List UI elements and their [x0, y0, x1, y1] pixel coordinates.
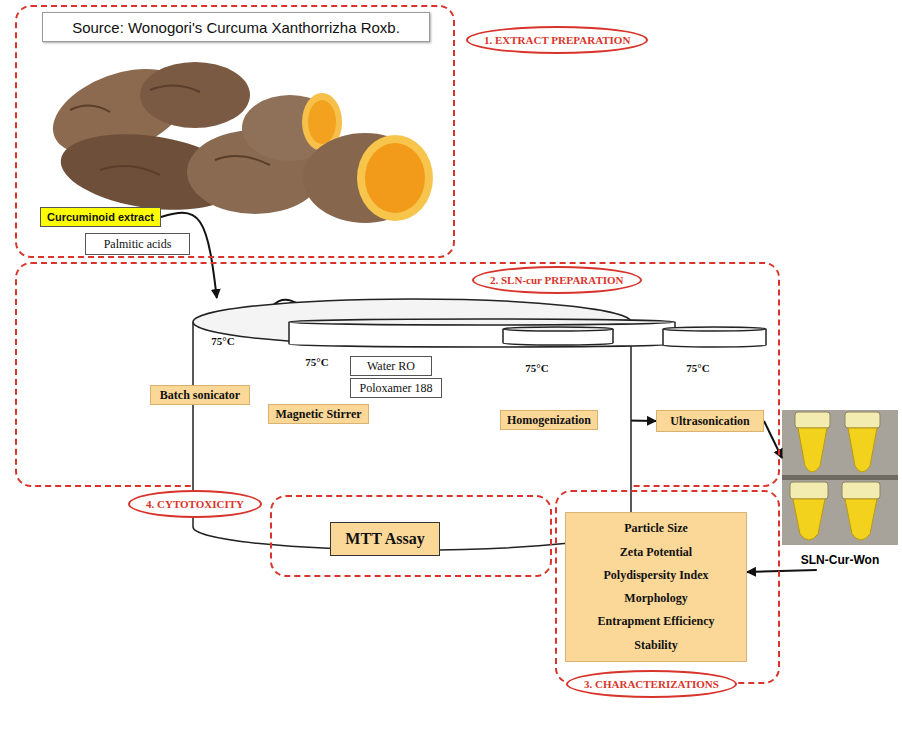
- stage-region: 4. CYTOTOXICITYMTT Assay: [270, 495, 552, 577]
- characterization-item: Stability: [634, 638, 677, 653]
- tube-cap: [842, 482, 880, 499]
- box-label: Homogenization: [507, 413, 591, 428]
- photo-caption: SLN-Cur-Won: [801, 553, 879, 567]
- beaker-rim: [289, 319, 675, 325]
- temperature-label: 75°C: [211, 335, 234, 347]
- characterization-box: Particle SizeZeta PotentialPolydispersit…: [565, 512, 747, 662]
- beaker-rim: [503, 327, 613, 331]
- characterization-item: Zeta Potential: [620, 545, 692, 560]
- stage-label: 3. CHARACTERIZATIONS: [566, 670, 737, 698]
- box-label: Palmitic acids: [104, 237, 172, 252]
- beaker-vessel: 75°C: [288, 318, 346, 398]
- source-box: Source: Wonogori's Curcuma Xanthorrizha …: [42, 12, 430, 42]
- beaker-rim: [663, 327, 766, 331]
- beaker-vessel: 75°C: [662, 326, 734, 402]
- equipment-label: Batch sonicator: [150, 385, 250, 405]
- tube-cap: [845, 412, 880, 428]
- rhizome-photo: [41, 52, 433, 223]
- temperature-label: 75°C: [686, 362, 709, 374]
- assay-box: MTT Assay: [330, 522, 440, 556]
- stage-label: 4. CYTOTOXICITY: [128, 490, 262, 518]
- temperature-label: 75°C: [525, 362, 548, 374]
- rhizome-cut: [357, 135, 433, 221]
- characterization-item: Polydispersity Index: [603, 568, 708, 583]
- rack-bar: [782, 475, 898, 480]
- stage-label: 2. SLN-cur PREPARATION: [472, 266, 642, 294]
- stage-region: 3. CHARACTERIZATIONSParticle SizeZeta Po…: [555, 490, 780, 684]
- beaker-outline: [502, 326, 614, 346]
- flow-arrow: [161, 213, 217, 298]
- stage-region: 2. SLN-cur PREPARATION 75°C Batch sonicato…: [15, 262, 780, 487]
- tube-body: [793, 499, 825, 540]
- ingredient-box: Palmitic acids: [85, 233, 190, 255]
- box-label: MTT Assay: [345, 530, 424, 548]
- box-label: Batch sonicator: [160, 388, 240, 403]
- ingredient-box: Water RO: [350, 356, 432, 376]
- characterization-item: Particle Size: [624, 521, 688, 536]
- characterization-item: Entrapment Efficiency: [598, 614, 715, 629]
- rhizome-ring: [70, 85, 270, 175]
- tube-body: [848, 428, 877, 472]
- tube-body: [798, 428, 827, 472]
- ingredient-box: Curcuminoid extract: [40, 207, 161, 227]
- photo-background: [782, 410, 898, 545]
- box-label: Water RO: [367, 359, 415, 374]
- stage-region: 1. EXTRACT PREPARATIONSource: Wonogori's…: [15, 5, 455, 258]
- box-label: Poloxamer 188: [360, 381, 433, 396]
- rhizome-core: [308, 100, 336, 144]
- tube-cap: [790, 482, 828, 499]
- equipment-label: Ultrasonication: [656, 410, 764, 432]
- equipment-label: Magnetic Stirrer: [268, 404, 369, 424]
- tube-body: [845, 499, 877, 540]
- characterization-item: Morphology: [624, 591, 687, 606]
- temperature-label: 75°C: [305, 356, 328, 368]
- rhizome: [140, 62, 250, 128]
- ingredient-box: Poloxamer 188: [350, 378, 442, 398]
- tube-cap: [795, 412, 830, 428]
- box-label: Magnetic Stirrer: [275, 407, 361, 422]
- box-label: Source: Wonogori's Curcuma Xanthorrizha …: [72, 19, 400, 36]
- beaker-outline: [288, 318, 676, 348]
- rhizome-core: [365, 143, 425, 213]
- box-label: Curcuminoid extract: [47, 211, 154, 223]
- box-label: Ultrasonication: [670, 414, 749, 429]
- equipment-label: Homogenization: [500, 410, 598, 430]
- beaker-vessel: 75°C: [192, 298, 254, 376]
- flow-arrow: [747, 570, 817, 572]
- beaker-vessel: 75°C: [502, 326, 572, 402]
- product-photo: SLN-Cur-Won: [782, 410, 898, 570]
- beaker-outline: [662, 326, 767, 348]
- stage-label: 1. EXTRACT PREPARATION: [466, 26, 648, 54]
- product-tubes-photo: [782, 410, 898, 545]
